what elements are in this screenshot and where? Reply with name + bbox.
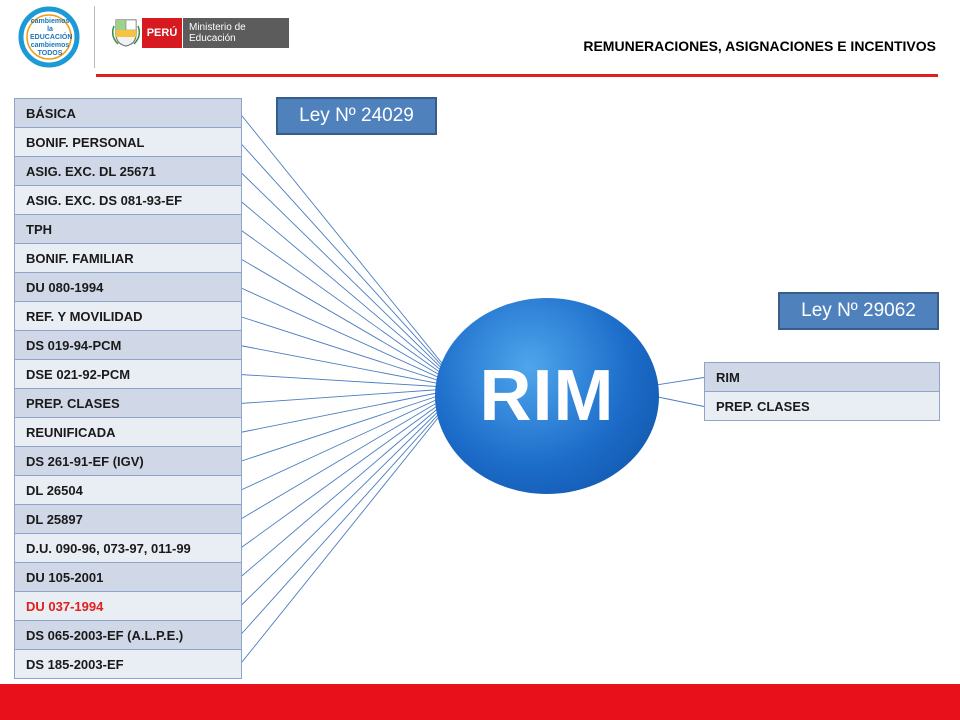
header-divider: [94, 6, 95, 68]
connector-line: [239, 387, 463, 578]
peru-badge: PERÚ: [142, 18, 182, 48]
campaign-logo-text: cambiemos la EDUCACIÓN cambiemos TODOS: [30, 18, 73, 57]
peru-crest-icon: [112, 19, 140, 47]
connector-line: [239, 387, 463, 607]
list-item: D.U. 090-96, 073-97, 011-99: [15, 534, 241, 563]
list-item: DS 261-91-EF (IGV): [15, 447, 241, 476]
list-item: ASIG. EXC. DS 081-93-EF: [15, 186, 241, 215]
list-item: PREP. CLASES: [705, 392, 939, 421]
list-item: RIM: [705, 363, 939, 392]
list-item: DS 185-2003-EF: [15, 650, 241, 679]
connector-line: [239, 387, 463, 665]
list-item: DS 065-2003-EF (A.L.P.E.): [15, 621, 241, 650]
list-item: BONIF. FAMILIAR: [15, 244, 241, 273]
list-item: DU 080-1994: [15, 273, 241, 302]
connector-line: [239, 316, 463, 389]
rim-label: RIM: [479, 356, 615, 436]
list-item: DU 037-1994: [15, 592, 241, 621]
rim-circle: RIM: [435, 298, 659, 494]
list-item: PREP. CLASES: [15, 389, 241, 418]
connector-line: [239, 200, 463, 389]
connector-line: [239, 387, 463, 462]
connector-line: [239, 387, 463, 520]
connector-line: [239, 387, 463, 404]
connector-line: [239, 258, 463, 389]
list-item: DU 105-2001: [15, 563, 241, 592]
header: cambiemos la EDUCACIÓN cambiemos TODOS P…: [0, 0, 960, 80]
list-item: DL 25897: [15, 505, 241, 534]
header-rule: [96, 74, 938, 77]
connector-line: [239, 171, 463, 389]
footer-bar: [0, 684, 960, 720]
campaign-logo-icon: [18, 6, 80, 68]
ministry-badge: Ministerio de Educación: [183, 18, 289, 48]
connector-line: [239, 374, 463, 389]
connector-line: [239, 387, 463, 491]
list-item: DL 26504: [15, 476, 241, 505]
list-item: ASIG. EXC. DL 25671: [15, 157, 241, 186]
connector-line: [239, 387, 463, 433]
page-title: REMUNERACIONES, ASIGNACIONES E INCENTIVO…: [583, 38, 936, 54]
list-item: REF. Y MOVILIDAD: [15, 302, 241, 331]
connector-line: [239, 287, 463, 389]
connector-line: [239, 229, 463, 389]
connector-line: [239, 387, 463, 636]
law-29062-label: Ley Nº 29062: [778, 292, 939, 330]
list-item: DS 019-94-PCM: [15, 331, 241, 360]
list-item: BONIF. PERSONAL: [15, 128, 241, 157]
list-item: DSE 021-92-PCM: [15, 360, 241, 389]
list-item: REUNIFICADA: [15, 418, 241, 447]
law-24029-label: Ley Nº 24029: [276, 97, 437, 135]
list-item: TPH: [15, 215, 241, 244]
connector-line: [239, 345, 463, 389]
connector-line: [239, 113, 463, 389]
connector-line: [239, 142, 463, 389]
connector-line: [239, 387, 463, 549]
list-item: BÁSICA: [15, 99, 241, 128]
